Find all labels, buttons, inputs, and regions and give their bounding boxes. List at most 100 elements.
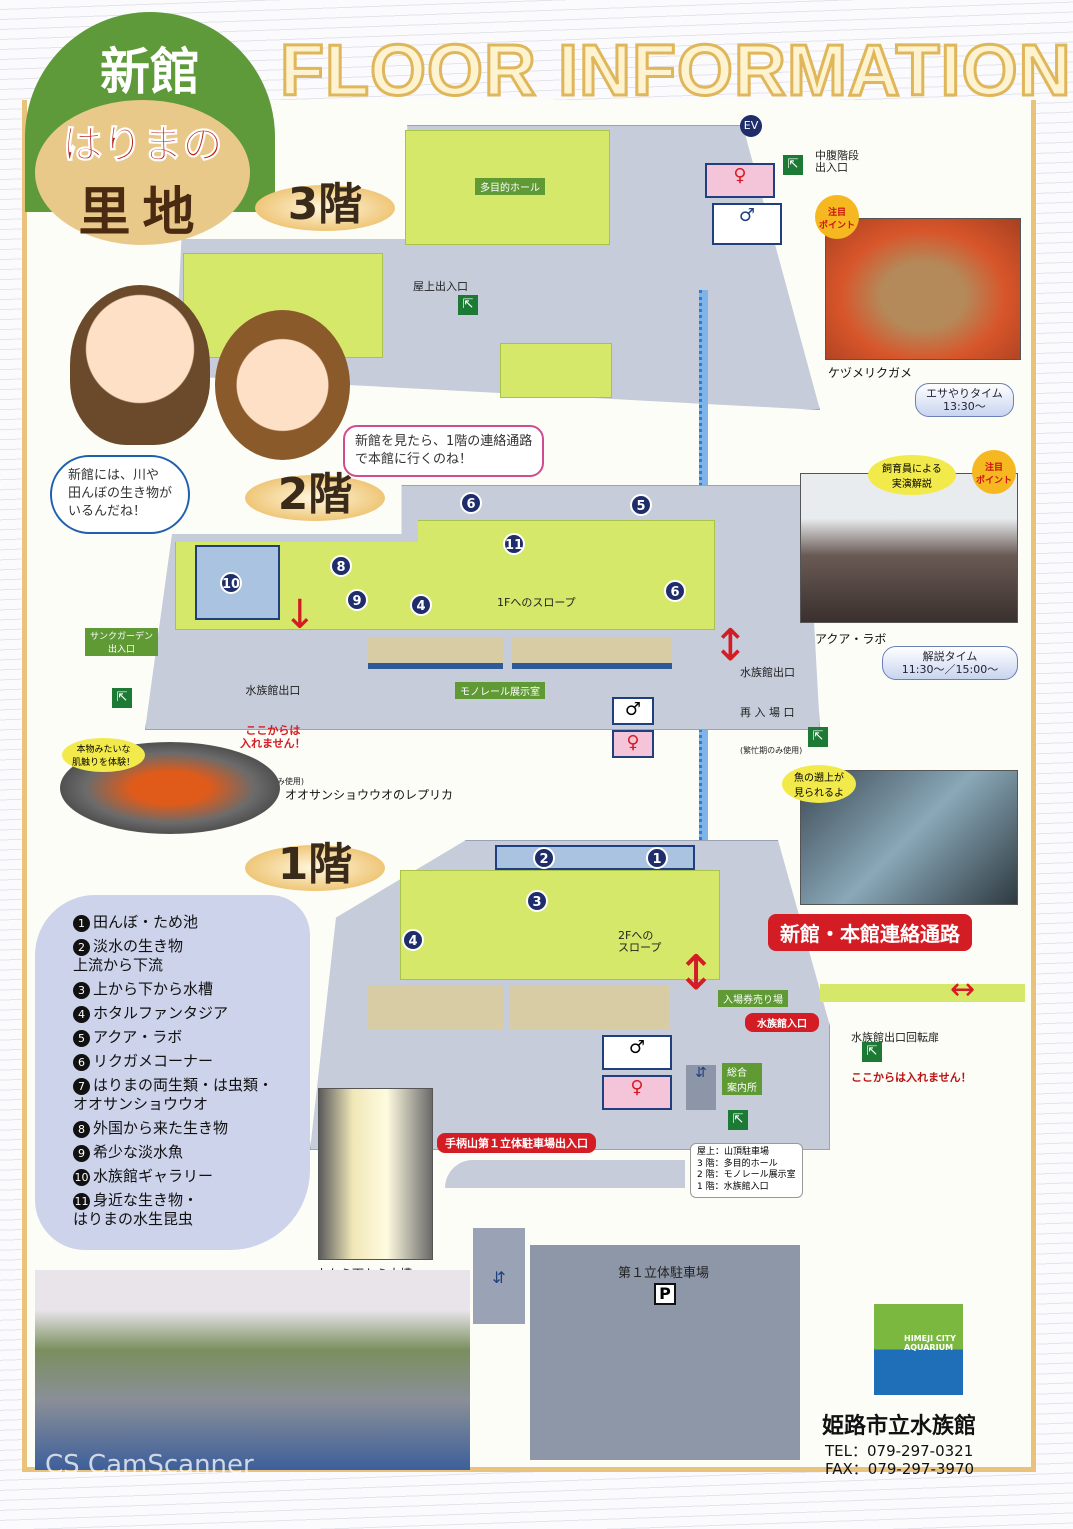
attention-badge-icon: 注目 ポイント <box>815 195 859 239</box>
connector-arrow: ↔ <box>950 972 976 1007</box>
legend-text: はりまの両生類・は虫類・ オオサンショウウオ <box>73 1075 274 1113</box>
elevator-icon: EV <box>740 115 762 137</box>
girl-speech-bubble: 新館を見たら、1階の連絡通路 で本館に行くのね！ <box>343 425 545 478</box>
logo-text: HIMEJI CITY AQUARIUM <box>904 1334 956 1352</box>
salamander-bubble: 本物みたいな 肌触りを体験！ <box>62 738 146 772</box>
womens-restroom-icon: ♀ <box>602 1075 672 1110</box>
parking-elevator: ⇵ <box>473 1228 525 1324</box>
elevator-info-roof: 屋上：山頂駐車場 <box>697 1147 770 1157</box>
legend-number: 2 <box>73 939 90 956</box>
emergency-exit-icon: ⇱ <box>112 688 132 708</box>
monorail-block <box>512 637 672 669</box>
parking-icon: P <box>654 1283 676 1305</box>
map-marker-10: 10 <box>220 572 242 594</box>
tortoise-caption: ケヅメリクガメ <box>828 366 913 380</box>
floor3-green-area <box>500 343 612 398</box>
map-marker-4: 4 <box>402 929 424 951</box>
salamander-caption: オオサンショウウオのレプリカ <box>285 788 454 802</box>
legend-number: 5 <box>73 1029 90 1047</box>
parking-label: 第１立体駐車場 <box>618 1266 710 1281</box>
page-title: FLOOR INFORMATION <box>279 30 1073 113</box>
roof-exit-label: 屋上出入口 <box>413 280 468 293</box>
parking-entrance-label: 手柄山第１立体駐車場出入口 <box>437 1133 596 1153</box>
revolving-exit: 水族館出口回転扉 <box>851 1031 939 1045</box>
legend-number: 4 <box>73 1005 90 1023</box>
map-marker-5: 6 <box>664 580 686 602</box>
slope-to-1f: 1Fへのスロープ <box>497 596 576 609</box>
ticket-office-label: 入場券売り場 <box>718 990 788 1007</box>
boy-speech-bubble: 新館には、川や 田んぼの生き物が いるんだね！ <box>50 455 191 534</box>
scanner-watermark: CS CamScanner <box>45 1450 254 1480</box>
emergency-exit-icon: ⇱ <box>728 1110 748 1130</box>
legend-text: 外国から来た生き物 <box>93 1118 229 1137</box>
floor1-block <box>368 985 503 1030</box>
no-entry-label: ここからは 入れません！ <box>240 723 306 751</box>
revolving-exit-label: 水族館出口回転扉 ここからは入れません！ <box>851 1005 972 1097</box>
reentry-label: 水族館出口 再 入 場 口 (繁忙期のみ使用) <box>740 640 802 768</box>
fax: FAX：079-297-3970 <box>825 1460 975 1478</box>
elevator-info-2f: 2 階：モノレール展示室 <box>697 1170 796 1181</box>
map-marker-1: 1 <box>646 847 668 869</box>
map-marker-3: 3 <box>526 890 548 912</box>
girl-illustration <box>215 310 350 460</box>
floor1-green-area <box>400 870 720 980</box>
legend-text: 水族館ギャラリー <box>93 1166 214 1185</box>
legend-text: ホタルファンタジア <box>93 1003 229 1022</box>
floor-2-label: 2階 <box>245 473 385 521</box>
connector-corridor <box>820 984 1025 1002</box>
tortoise-photo <box>825 218 1021 360</box>
legend-text: アクア・ラボ <box>93 1027 183 1046</box>
mens-restroom-icon: ♂ <box>602 1035 672 1070</box>
legend-text: 田んぼ・ため池 <box>93 913 199 931</box>
map-marker-9: 9 <box>346 589 368 611</box>
entrance-label: 水族館入口 <box>745 1013 819 1032</box>
exit-arrow: ↓ <box>283 592 317 638</box>
legend-text: 希少な淡水魚 <box>93 1142 184 1161</box>
emergency-exit-icon: ⇱ <box>458 295 478 315</box>
exit-label: 水族館出口 <box>245 684 301 698</box>
legend-text: 身近な生き物・ はりまの水生昆虫 <box>73 1190 199 1228</box>
tank-photo <box>318 1088 433 1260</box>
reentry-arrow: ↕ <box>712 620 749 671</box>
connector-label: 新館・本館連絡通路 <box>768 914 972 951</box>
mid-stairs-label: 中腹階段 出入口 <box>815 149 859 175</box>
elevator-info-3f: 3 階：多目的ホール <box>697 1158 778 1169</box>
aqualab-caption: アクア・ラボ <box>815 632 887 646</box>
legend-text: 上から下から水槽 <box>93 979 214 998</box>
mens-restroom-icon: ♂ <box>712 203 782 245</box>
sunken-garden-label: サンクガーデン 出入口 <box>85 628 159 656</box>
monorail-label: モノレール展示室 <box>455 682 545 699</box>
map-marker-4: 4 <box>410 594 432 616</box>
fish-bubble: 魚の遡上が 見られるよ <box>782 765 856 803</box>
legend-text: 淡水の生き物 上流から下流 <box>73 937 184 974</box>
legend-number: 9 <box>73 1144 90 1162</box>
attention-badge-icon: 注目 ポイント <box>972 450 1016 494</box>
elevator-box: ⇵ <box>686 1065 716 1110</box>
reentry-line2: 再 入 場 口 <box>740 705 795 719</box>
womens-restroom-icon: ♀ <box>612 730 654 758</box>
elevator-info-1f: 1 階：水族館入口 <box>697 1182 769 1193</box>
emergency-exit-icon: ⇱ <box>783 155 803 175</box>
legend-text: リクガメコーナー <box>93 1051 214 1070</box>
area-badge: はりまの 里地 <box>35 100 250 245</box>
aquarium-logo: HIMEJI CITY AQUARIUM <box>872 1302 965 1397</box>
map-marker-8: 8 <box>330 555 352 577</box>
aqualab-photo <box>800 473 1018 623</box>
monorail-block <box>368 637 503 669</box>
lecture-time: 解説タイム 11:30〜／15:00〜 <box>882 646 1018 681</box>
aqualab-bubble: 飼育員による 実演解説 <box>868 455 956 495</box>
womens-restroom-icon: ♀ <box>705 163 775 198</box>
legend-number: 8 <box>73 1120 90 1138</box>
floor-1-label: 1階 <box>245 843 385 891</box>
legend-number: 1 <box>73 915 90 932</box>
mens-restroom-icon: ♂ <box>612 697 654 725</box>
map-marker-2: 2 <box>533 847 555 869</box>
